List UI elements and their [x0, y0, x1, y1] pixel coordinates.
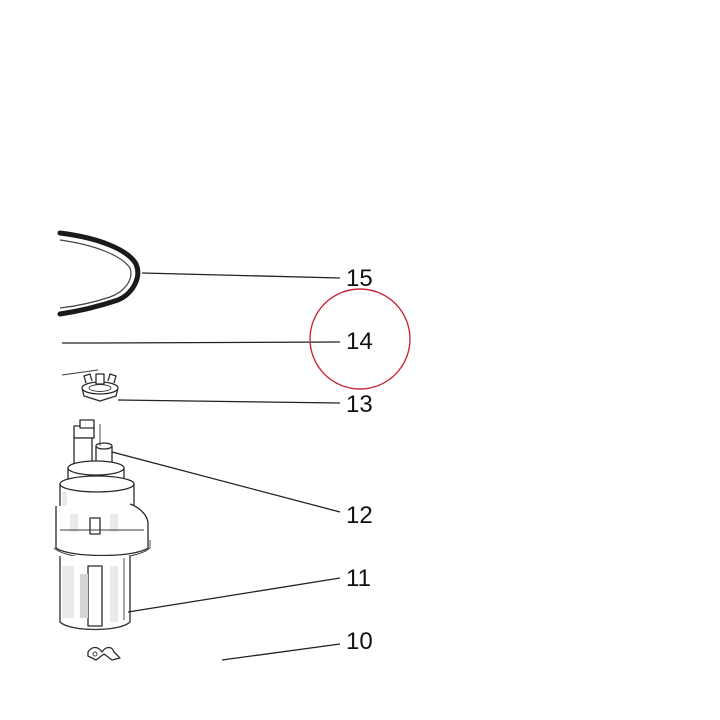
- callout-label-13: 13: [346, 391, 373, 418]
- leader-line-12: [111, 451, 341, 513]
- part-15-gasket-ring: [57, 230, 141, 317]
- callout-label-11: 11: [346, 565, 371, 592]
- callout-label-14: 14: [346, 328, 373, 355]
- part-12-11-body: [53, 419, 151, 631]
- part-13-clip: [61, 369, 119, 402]
- leader-line-10: [221, 643, 341, 661]
- leader-line-14: [95, 341, 341, 344]
- part-10-clip: [87, 646, 121, 661]
- callout-label-12: 12: [346, 502, 373, 529]
- highlight-circle: [309, 288, 411, 390]
- callout-label-15: 15: [346, 265, 373, 292]
- leader-line-13: [117, 399, 341, 404]
- leader-line-15: [141, 272, 341, 279]
- callout-label-10: 10: [346, 628, 373, 655]
- leader-line-11: [127, 577, 341, 613]
